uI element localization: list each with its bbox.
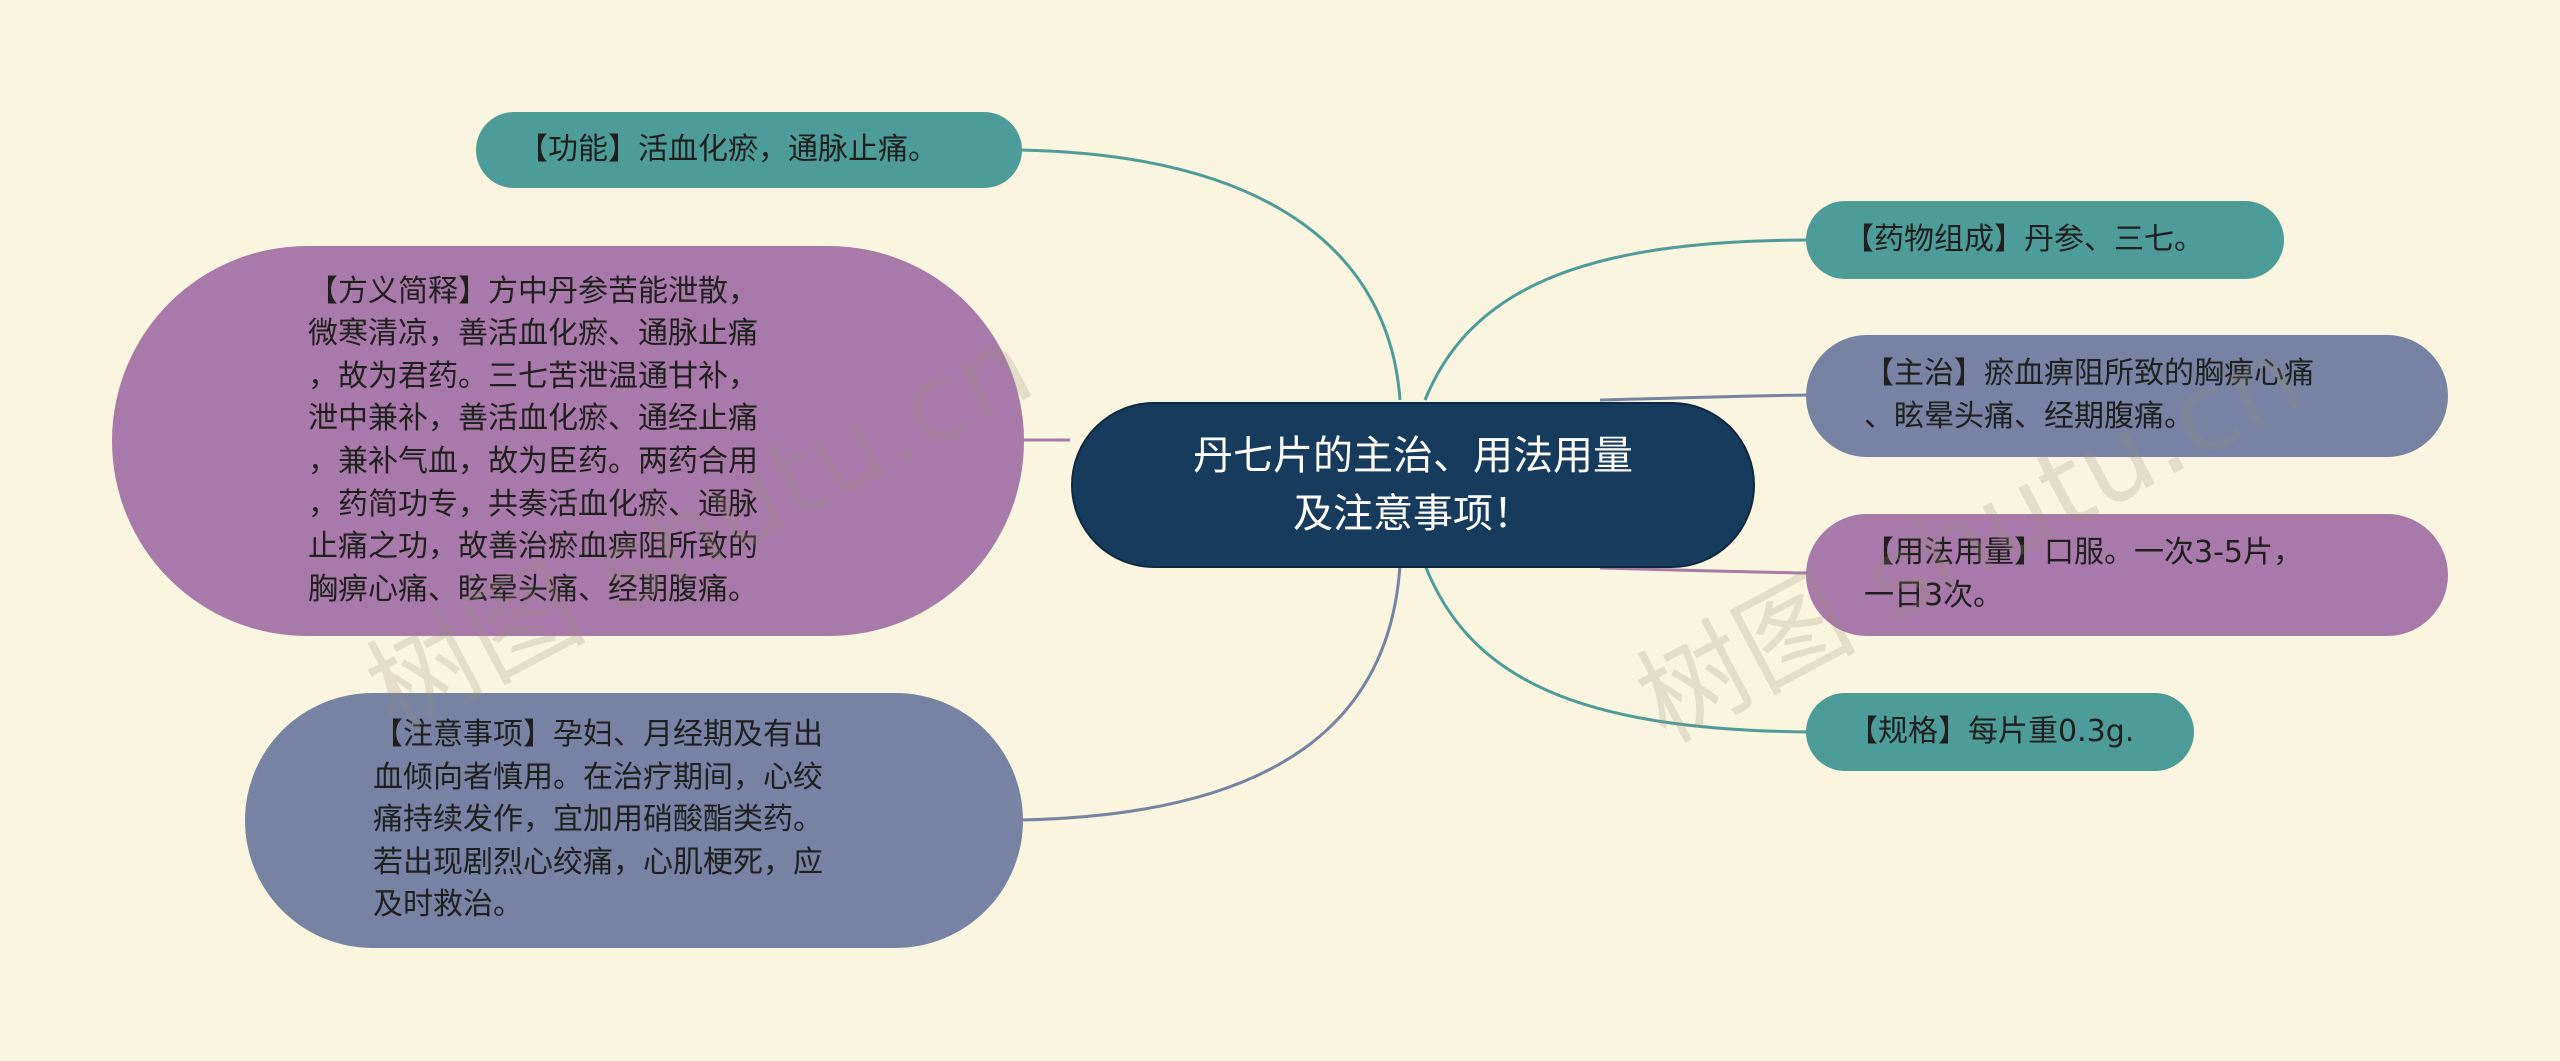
branch-spec[interactable]: 【规格】每片重0.3g. — [1806, 693, 2194, 771]
connector-precautions — [1019, 564, 1402, 822]
connector-indications — [1599, 393, 1811, 402]
connector-function — [1019, 148, 1402, 401]
branch-indications[interactable]: 【主治】瘀血痹阻所致的胸痹心痛 、眩晕头痛、经期腹痛。 — [1806, 335, 2448, 457]
branch-usage[interactable]: 【用法用量】口服。一次3-5片， 一日3次。 — [1806, 514, 2448, 636]
connector-spec — [1423, 564, 1811, 734]
connector-usage — [1599, 566, 1811, 575]
branch-precautions[interactable]: 【注意事项】孕妇、月经期及有出 血倾向者慎用。在治疗期间，心绞 痛持续发作，宜加… — [245, 693, 1023, 948]
root-topic[interactable]: 丹七片的主治、用法用量 及注意事项！ — [1071, 402, 1755, 568]
root-topic-text: 丹七片的主治、用法用量 及注意事项！ — [1193, 433, 1633, 537]
branch-explanation-text: 【方义简释】方中丹参苦能泄散， 微寒清凉，善活血化瘀、通脉止痛 ，故为君药。三七… — [308, 273, 758, 607]
branch-precautions-text: 【注意事项】孕妇、月经期及有出 血倾向者慎用。在治疗期间，心绞 痛持续发作，宜加… — [373, 717, 823, 923]
connector-composition — [1423, 238, 1811, 401]
branch-function-text: 【功能】活血化瘀，通脉止痛。 — [518, 131, 938, 167]
branch-spec-text: 【规格】每片重0.3g. — [1848, 713, 2135, 749]
branch-explanation[interactable]: 【方义简释】方中丹参苦能泄散， 微寒清凉，善活血化瘀、通脉止痛 ，故为君药。三七… — [112, 246, 1024, 636]
branch-composition[interactable]: 【药物组成】丹参、三七。 — [1806, 201, 2284, 279]
branch-function[interactable]: 【功能】活血化瘀，通脉止痛。 — [476, 112, 1022, 188]
branch-usage-text: 【用法用量】口服。一次3-5片， 一日3次。 — [1864, 535, 2303, 613]
branch-composition-text: 【药物组成】丹参、三七。 — [1844, 221, 2204, 257]
branch-indications-text: 【主治】瘀血痹阻所致的胸痹心痛 、眩晕头痛、经期腹痛。 — [1864, 356, 2314, 434]
